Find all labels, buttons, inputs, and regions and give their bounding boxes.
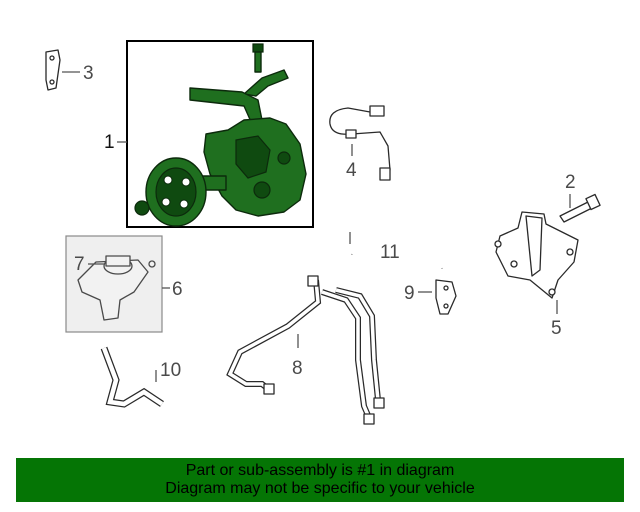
callout-11-label: 11 (380, 242, 400, 263)
part-1-nut (134, 200, 150, 216)
callout-10-label: 10 (160, 360, 181, 381)
part-1-pump-port-2 (277, 151, 291, 165)
callout-1: 1 (104, 132, 127, 153)
part-1-pump-housing-detail (235, 135, 271, 179)
callout-1-label: 1 (104, 132, 115, 153)
banner-line-2: Diagram may not be specific to your vehi… (165, 480, 475, 497)
callout-2-label: 2 (565, 172, 576, 193)
callout-5-label: 5 (551, 318, 562, 339)
part-1-mount-bracket (243, 69, 289, 97)
callout-3-label: 3 (83, 63, 94, 84)
callout-8-label: 8 (292, 358, 303, 379)
part-2-bolt[interactable]: 2 (559, 172, 601, 223)
callout-9-label: 9 (404, 283, 415, 304)
part-10-hose[interactable]: 10 (100, 346, 181, 408)
part-4-pressure-switch-harness[interactable]: 4 (329, 105, 391, 181)
info-banner: Part or sub-assembly is #1 in diagram Di… (16, 458, 624, 502)
part-1-power-steering-pump-group[interactable] (126, 40, 314, 228)
part-6-reservoir-group[interactable]: 7 6 (65, 235, 183, 333)
part-9-clamp[interactable]: 9 (404, 279, 457, 315)
callout-7-label: 7 (74, 254, 85, 275)
part-1-bolt (252, 43, 264, 73)
callout-6-label: 6 (172, 279, 183, 300)
part-1-pulley (145, 157, 207, 227)
part-5-pump-bracket[interactable]: 5 (494, 211, 579, 339)
part-3-bracket[interactable]: 3 (45, 49, 94, 91)
part-11-hose[interactable]: 11 (349, 210, 444, 269)
banner-line-1: Part or sub-assembly is #1 in diagram (185, 462, 455, 479)
part-1-pump-port (253, 181, 271, 199)
part-8-pressure-line[interactable]: 8 (226, 275, 385, 425)
callout-4-label: 4 (346, 160, 357, 181)
